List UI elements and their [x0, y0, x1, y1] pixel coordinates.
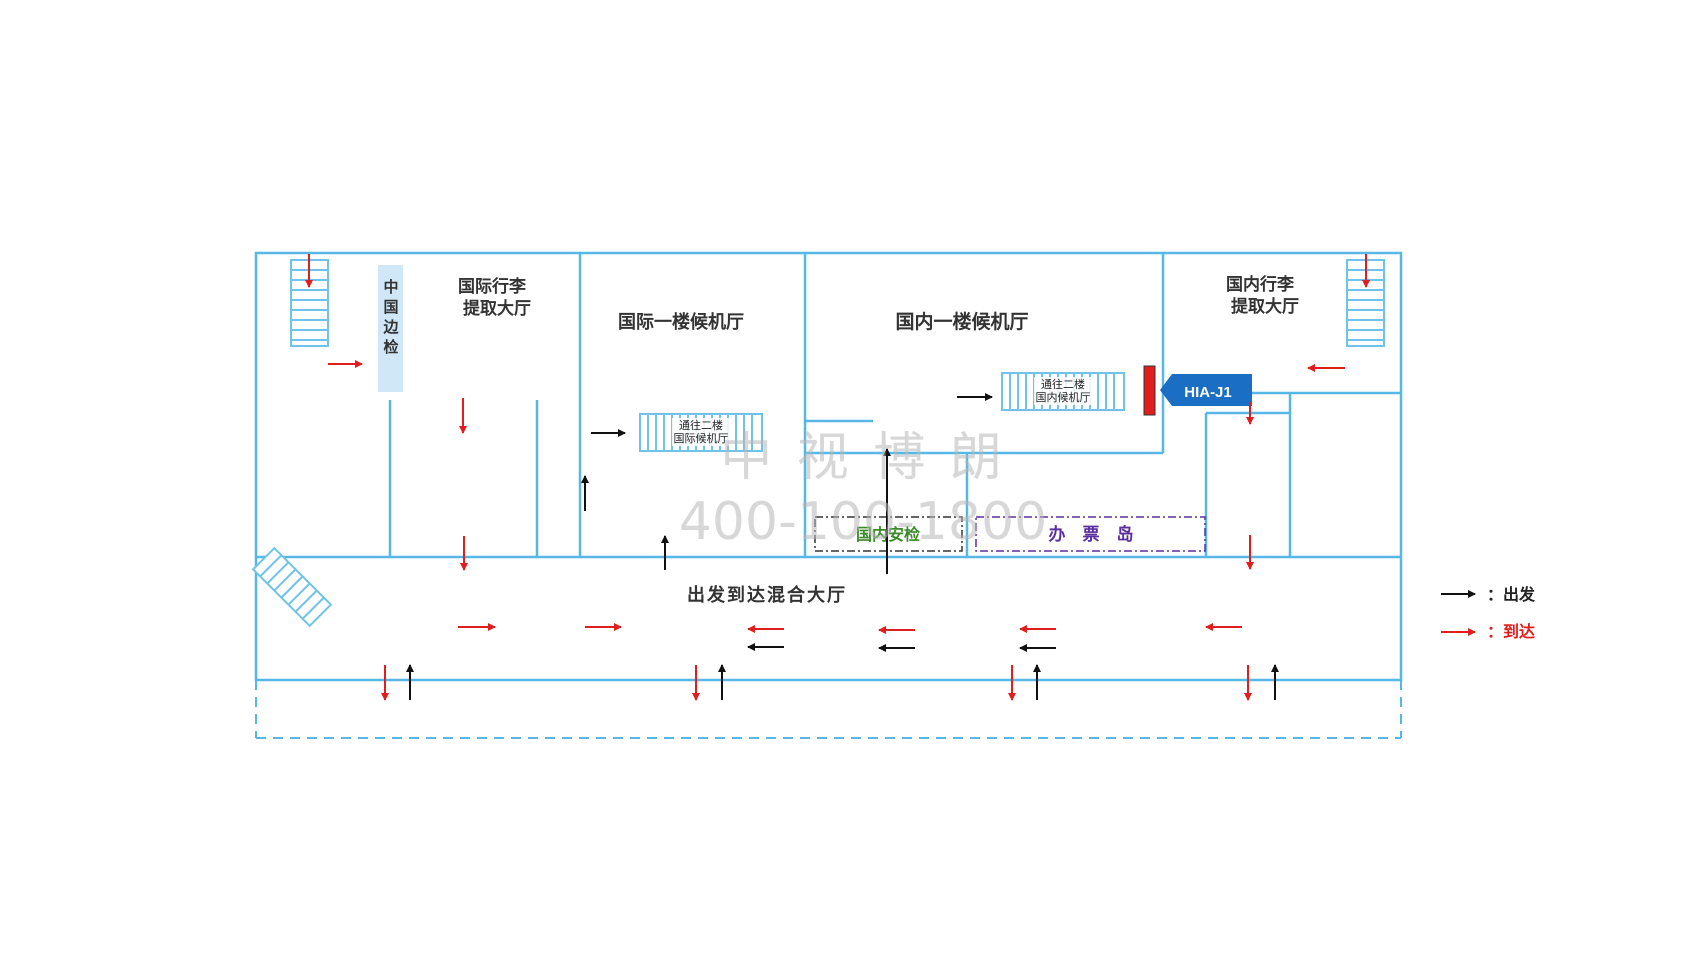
stair-bottom-left	[251, 546, 333, 628]
marker-label: HIA-J1	[1184, 384, 1232, 401]
hia-j1-marker: HIA-J1	[1143, 365, 1252, 416]
svg-text:提取大厅: 提取大厅	[1231, 296, 1299, 317]
intl-lounge-label: 国际一楼候机厅	[618, 311, 744, 333]
departure-arrows	[406, 393, 1279, 700]
marker-sign	[1160, 374, 1252, 406]
ticket-island-label: 办 票 岛	[1049, 524, 1134, 545]
stair-to-dom-lounge: 通往二楼 国内候机厅	[1001, 372, 1125, 411]
svg-text:边: 边	[382, 318, 399, 336]
watermark-name: 中 视 博 朗	[720, 428, 1006, 488]
road-outline	[255, 680, 1402, 739]
ticket-island-box	[975, 516, 1206, 552]
svg-text:国内行李: 国内行李	[1226, 274, 1294, 295]
stair-dom-label-1: 通往二楼	[1041, 377, 1085, 391]
intl-baggage-label: 国际行李 提取大厅	[458, 276, 531, 319]
hall-label: 出发到达混合大厅	[687, 584, 847, 606]
svg-text:国: 国	[383, 298, 398, 316]
svg-text:提取大厅: 提取大厅	[463, 298, 531, 319]
svg-text:检: 检	[383, 338, 398, 356]
stair-intl-label-2: 国际候机厅	[674, 431, 729, 445]
dom-baggage-label: 国内行李 提取大厅	[1226, 274, 1299, 317]
svg-text:中: 中	[383, 278, 398, 296]
watermark-phone: 400-100-1800	[679, 492, 1047, 552]
arrival-arrows	[305, 254, 1370, 701]
legend: ：出发 ：到达	[1441, 585, 1536, 641]
watermark: 中 视 博 朗 400-100-1800	[679, 428, 1047, 552]
stair-to-intl-lounge: 通往二楼 国际候机厅	[639, 413, 763, 452]
legend-departure-label: ：出发	[1487, 585, 1536, 604]
marker-post	[1143, 365, 1156, 416]
china-border-label: 中 国 边 检	[382, 278, 399, 356]
stair-intl-label-1: 通往二楼	[679, 418, 723, 432]
svg-text:国际行李: 国际行李	[458, 276, 526, 297]
stair-dom-label-2: 国内候机厅	[1036, 390, 1091, 404]
legend-arrival-label: ：到达	[1487, 622, 1535, 641]
dom-lounge-label: 国内一楼候机厅	[895, 310, 1028, 333]
china-border-panel	[378, 265, 403, 392]
dom-security-box	[814, 516, 963, 552]
